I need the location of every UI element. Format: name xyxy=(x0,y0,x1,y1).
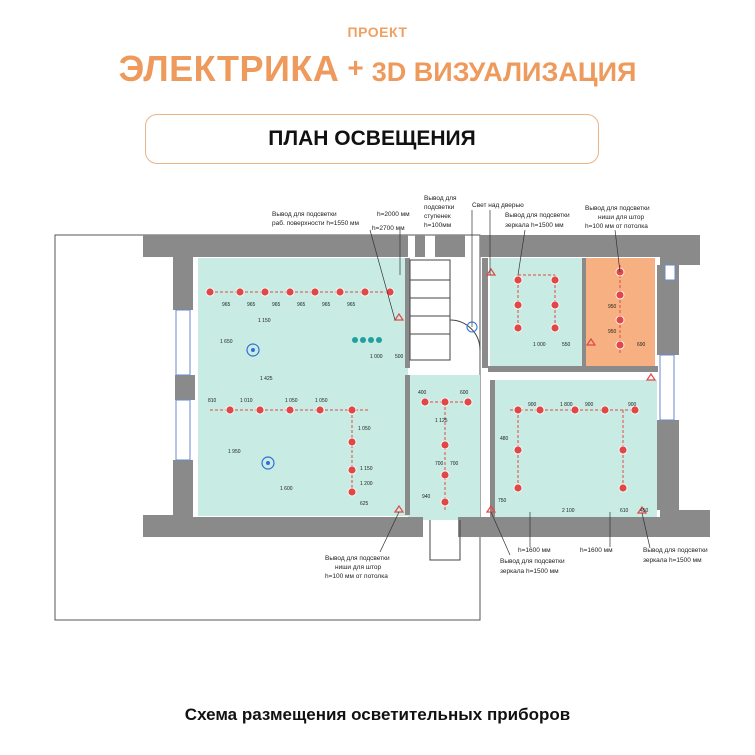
label-door-light: Свет над дверью xyxy=(472,202,524,209)
dimension-label: 900 xyxy=(585,402,594,408)
dimension-label: 400 xyxy=(418,390,427,396)
dimension-label: 965 xyxy=(322,302,331,308)
walls xyxy=(143,235,710,537)
label-mirror-bottom-2: зеркала h=1500 мм xyxy=(500,568,559,575)
dimension-label: 965 xyxy=(297,302,306,308)
label-curtain-niche-1: Вывод для подсветки xyxy=(585,205,650,212)
dimension-label: 750 xyxy=(498,498,507,504)
dimension-label: 1 125 xyxy=(435,418,448,424)
plan-title-box: ПЛАН ОСВЕЩЕНИЯ xyxy=(145,114,599,164)
title-sub: 3D ВИЗУАЛИЗАЦИЯ xyxy=(371,57,637,87)
dimension-label: 1 150 xyxy=(258,318,271,324)
label-mirror-top-1: Вывод для подсветки xyxy=(505,212,570,219)
annotation-labels: Вывод для подсветки раб. поверхности h=1… xyxy=(272,195,708,580)
label-h1600-a: h=1600 мм xyxy=(518,547,551,554)
dimension-labels: 965 965 965 965 965 965 1 150 1 650 1 42… xyxy=(208,302,649,514)
floor-plan: Вывод для подсветки раб. поверхности h=1… xyxy=(40,180,720,640)
label-curtain-left-1: Вывод для подсветки xyxy=(325,555,390,562)
windows xyxy=(175,264,676,461)
label-h2700: h=2700 мм xyxy=(372,225,405,232)
dimension-label: 965 xyxy=(272,302,281,308)
dimension-label: 700 xyxy=(450,461,459,467)
dimension-label: 900 xyxy=(628,402,637,408)
label-work-surface-1: Вывод для подсветки xyxy=(272,211,337,218)
dimension-label: 610 xyxy=(620,508,629,514)
label-curtain-left-3: h=100 мм от потолка xyxy=(325,573,388,580)
dimension-label: 500 xyxy=(395,354,404,360)
dimension-label: 600 xyxy=(460,390,469,396)
label-curtain-left-2: ниши для штор xyxy=(335,564,382,571)
pendant-fixtures xyxy=(246,321,478,470)
dimension-label: 625 xyxy=(360,501,369,507)
dimension-label: 1 050 xyxy=(285,398,298,404)
diagram-caption: Схема размещения осветительных приборов xyxy=(184,705,571,724)
label-steps-3: ступенек xyxy=(424,213,451,220)
label-steps-2: подсветки xyxy=(424,204,455,211)
dimension-label: 2 100 xyxy=(562,508,575,514)
dimension-label: 900 xyxy=(528,402,537,408)
label-mirror-bottom-1: Вывод для подсветки xyxy=(500,558,565,565)
dimension-label: 1 150 xyxy=(360,466,373,472)
dimension-label: 1 050 xyxy=(315,398,328,404)
room-bathroom-top xyxy=(490,258,582,366)
dimension-label: 450 xyxy=(640,508,649,514)
label-curtain-niche-3: h=100 мм от потолка xyxy=(585,223,648,230)
floor-plan-svg: Вывод для подсветки раб. поверхности h=1… xyxy=(54,195,710,621)
dimension-label: 550 xyxy=(562,342,571,348)
project-label: ПРОЕКТ xyxy=(347,24,408,40)
dimension-label: 940 xyxy=(422,494,431,500)
title-main: ЭЛЕКТРИКА xyxy=(118,48,340,89)
dimension-label: 965 xyxy=(247,302,256,308)
label-mirror-top-2: зеркала h=1500 мм xyxy=(505,222,564,229)
label-curtain-niche-2: ниши для штор xyxy=(598,214,645,221)
staircase xyxy=(409,259,481,561)
dimension-label: 1 050 xyxy=(358,426,371,432)
dimension-label: 950 xyxy=(608,329,617,335)
room-living xyxy=(198,258,408,516)
dimension-label: 690 xyxy=(637,342,646,348)
dimension-label: 700 xyxy=(435,461,444,467)
label-h1600-b: h=1600 мм xyxy=(580,547,613,554)
page-title: ЭЛЕКТРИКА+3D ВИЗУАЛИЗАЦИЯ xyxy=(0,48,755,90)
dimension-label: 810 xyxy=(208,398,217,404)
dimension-label: 1 200 xyxy=(360,481,373,487)
plan-title: ПЛАН ОСВЕЩЕНИЯ xyxy=(268,127,476,150)
dimension-label: 965 xyxy=(222,302,231,308)
dimension-label: 1 600 xyxy=(280,486,293,492)
label-mirror-right-1: Вывод для подсветки xyxy=(643,547,708,554)
dimension-label: 1 000 xyxy=(370,354,383,360)
leader-lines xyxy=(369,210,651,556)
label-mirror-right-2: зеркала h=1500 мм xyxy=(643,557,702,564)
dimension-label: 965 xyxy=(347,302,356,308)
dimension-label: 1 950 xyxy=(228,449,241,455)
dimension-label: 1 010 xyxy=(240,398,253,404)
dimension-label: 1 800 xyxy=(560,402,573,408)
lamps xyxy=(205,267,640,507)
dimension-label: 1 425 xyxy=(260,376,273,382)
label-steps-1: Вывод для xyxy=(424,195,457,202)
title-plus: + xyxy=(347,52,364,83)
dimension-label: 1 000 xyxy=(533,342,546,348)
dimension-label: 1 650 xyxy=(220,339,233,345)
dimension-label: 950 xyxy=(608,304,617,310)
label-steps-4: h=100мм xyxy=(424,222,452,229)
dimension-label: 480 xyxy=(500,436,509,442)
label-h2000: h=2000 мм xyxy=(377,211,410,218)
label-work-surface-2: раб. поверхности h=1550 мм xyxy=(272,219,360,227)
